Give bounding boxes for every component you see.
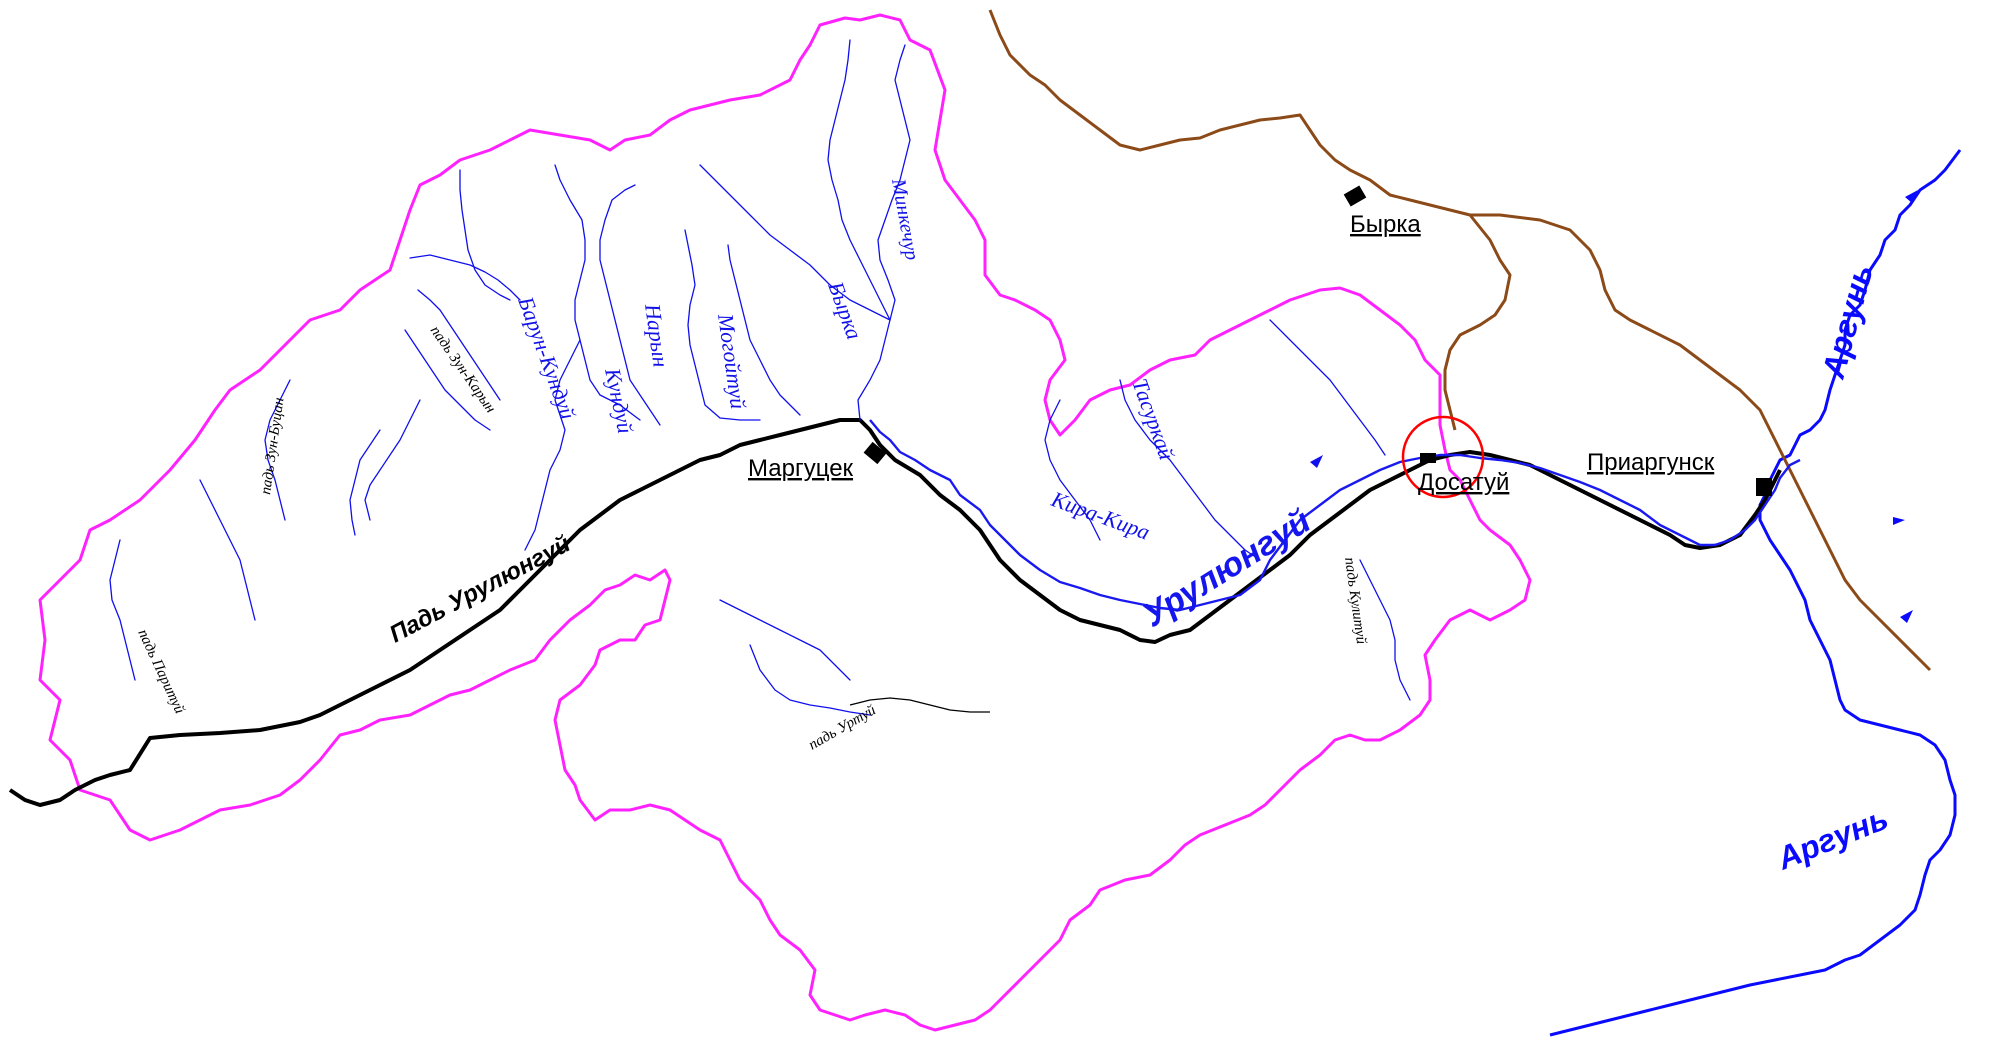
settlements xyxy=(863,185,1772,496)
label-margutsek: Маргуцек xyxy=(748,455,854,482)
basin-boundary xyxy=(38,13,1532,1032)
label-river-kira-kira: Кира-Кира xyxy=(1047,486,1153,545)
tributaries xyxy=(109,39,1411,716)
label-dosatuy: Досатуй xyxy=(1418,469,1509,496)
label-river-mogoytuy: Могойтуй xyxy=(713,311,751,410)
label-pad-zun-butsen: падь Зун-Буцан xyxy=(258,397,287,496)
label-pad-paritui: падь Паритуй xyxy=(134,627,187,717)
urulyungui-river xyxy=(869,419,1801,612)
road xyxy=(988,9,1932,672)
label-river-argun-upper: Аргунь xyxy=(1815,261,1880,383)
label-pad-urtui: падь Уртуй xyxy=(806,702,879,753)
label-river-naryn: Нарын xyxy=(640,301,674,369)
flow-arrows xyxy=(1310,190,1918,623)
label-priargunsk: Приаргунск xyxy=(1587,449,1715,476)
label-byrka: Бырка xyxy=(1350,211,1421,238)
argun-river xyxy=(1549,149,1962,1037)
settlement-marker-dosatuy xyxy=(1420,453,1436,463)
label-pad-urulyungui: Падь Урулюнгуй xyxy=(385,530,575,648)
label-river-kundui: Кундуй xyxy=(600,365,638,436)
label-river-minkechur: Минкечур xyxy=(887,176,923,262)
highlight-circle xyxy=(1401,415,1485,499)
label-river-byrka: Бырка xyxy=(823,277,867,343)
settlement-marker-byrka xyxy=(1343,185,1367,207)
label-pad-zun-karyn: падь Зун-Карын xyxy=(427,323,499,416)
label-river-argun-lower: Аргунь xyxy=(1771,800,1893,877)
railway xyxy=(8,418,1782,807)
settlement-marker-priargunsk xyxy=(1756,478,1772,496)
settlement-marker-margutsek xyxy=(863,441,887,465)
label-river-urulyungui: Урулюнгуй xyxy=(1136,502,1317,635)
